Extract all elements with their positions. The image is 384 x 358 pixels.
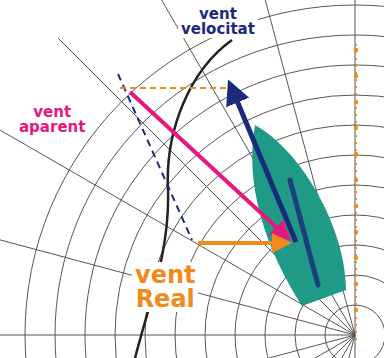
axis-tick	[354, 152, 358, 156]
speed-axis	[355, 44, 357, 340]
grid-spoke	[246, 335, 355, 358]
apparent-wind-arrow	[130, 92, 288, 238]
axis-tick	[354, 74, 358, 78]
axis-tick	[354, 308, 358, 312]
grid-ring	[25, 5, 384, 358]
grid-spoke	[0, 335, 355, 358]
axis-tick	[354, 100, 358, 104]
grid-spoke	[58, 335, 355, 358]
true-wind-label: vent Real	[132, 262, 198, 312]
velocity-wind-arrow	[230, 84, 296, 242]
dashed-guide	[118, 74, 192, 240]
dashed-guide	[120, 87, 226, 89]
axis-tick	[354, 282, 358, 286]
grid-spoke	[0, 335, 355, 358]
apparent-wind-label: vent aparent	[16, 104, 88, 136]
grid-spoke	[145, 335, 355, 358]
axis-tick	[354, 178, 358, 182]
axis-tick	[354, 256, 358, 260]
axis-tick	[354, 204, 358, 208]
grid-spoke	[58, 38, 355, 335]
axis-tick	[354, 48, 358, 52]
true-wind-arrow	[198, 241, 288, 245]
grid-ring	[55, 35, 384, 358]
velocity-wind-label: vent velocitat	[178, 6, 258, 38]
axis-ticks	[354, 48, 358, 312]
grid-ring	[85, 65, 384, 358]
axis-tick	[354, 126, 358, 130]
grid-spoke	[0, 335, 355, 336]
grid-spoke	[0, 125, 355, 335]
axis-tick	[354, 230, 358, 234]
